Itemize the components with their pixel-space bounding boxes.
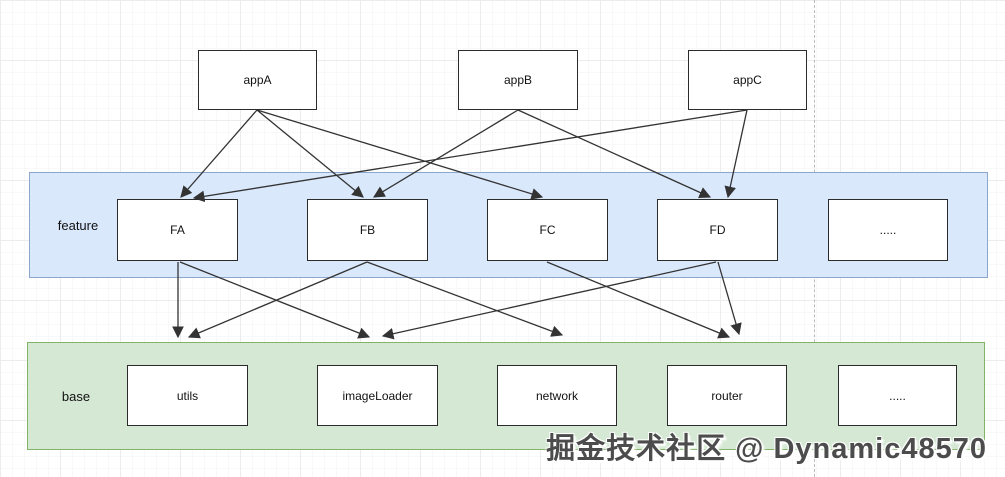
node-utils: utils [127,365,248,426]
node-FC: FC [487,199,608,261]
node-Fdots-label: ..... [879,223,897,237]
node-router: router [667,365,787,426]
node-appC-label: appC [733,73,762,87]
node-network: network [497,365,617,426]
node-appA-label: appA [243,73,272,87]
node-FA: FA [117,199,238,261]
node-Bdots: ..... [838,365,957,426]
node-network-label: network [535,388,579,403]
node-appC: appC [688,50,807,110]
node-Fdots: ..... [828,199,948,261]
node-utils-label: utils [176,388,199,403]
node-FB: FB [307,199,428,261]
node-FD: FD [657,199,778,261]
node-FD-label: FD [709,223,726,237]
node-Bdots-label: ..... [889,388,906,403]
node-FC-label: FC [539,223,556,237]
node-FB-label: FB [359,223,376,237]
band-label-base: base [61,388,91,404]
juejin-watermark: 掘金技术社区 @ Dynamic48570 [546,433,987,465]
node-appB: appB [458,50,578,110]
node-imageLoader-label: imageLoader [342,388,413,403]
node-router-label: router [711,388,743,403]
node-imageLoader: imageLoader [317,365,438,426]
node-appB-label: appB [503,73,533,87]
node-FA-label: FA [170,223,185,237]
band-label-feature: feature [57,217,99,233]
node-appA: appA [198,50,317,110]
